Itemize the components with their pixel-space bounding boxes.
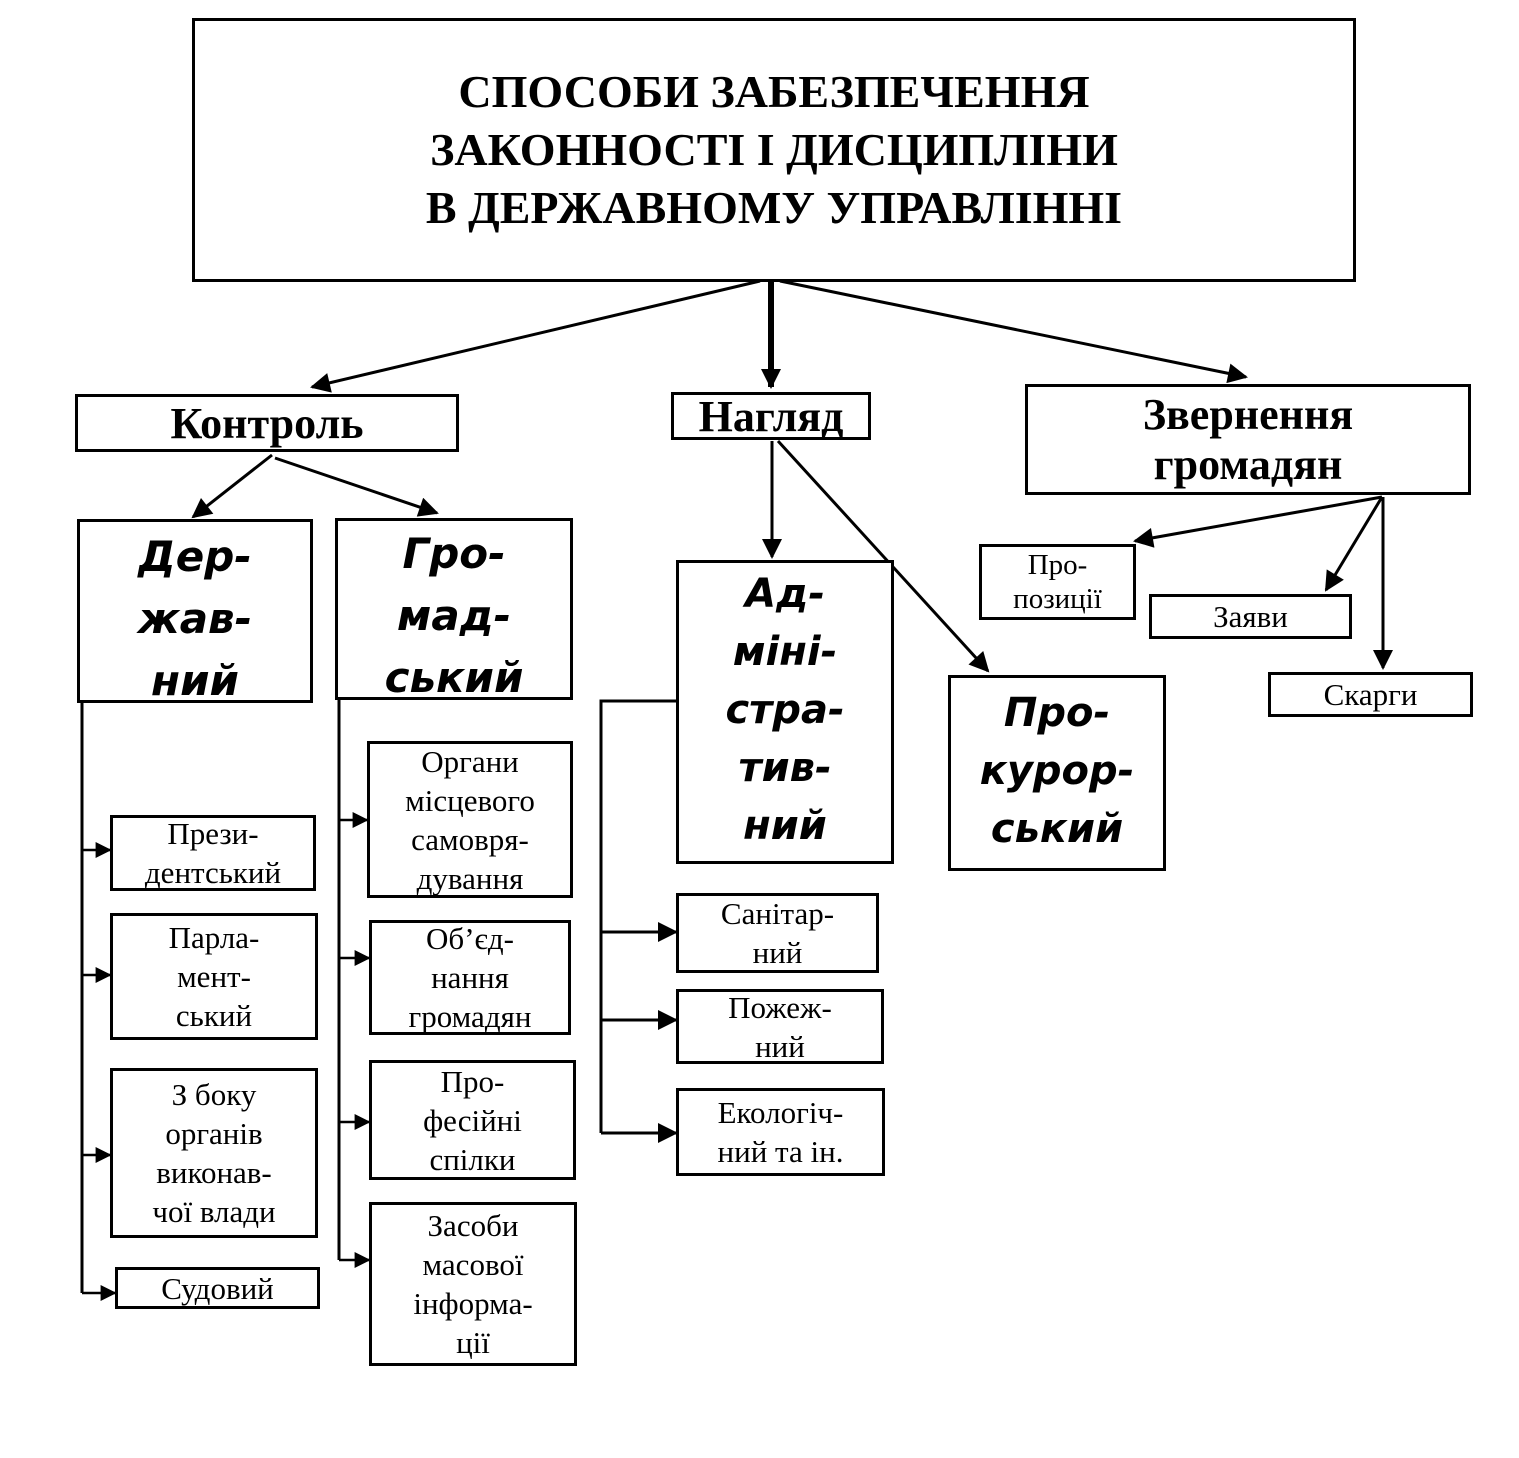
public-control-item-label: Органи місцевого самовря- дування [405,743,535,896]
arrow-control-to-public [274,456,439,517]
state-control-item: Прези- дентський [110,815,316,891]
arrow-title-to-control [310,279,761,393]
appeal-item-proposals-label: Про- позиції [1013,549,1102,615]
public-control-item-label: Об’єд- нання громадян [408,921,532,1034]
title-box: СПОСОБИ ЗАБЕЗПЕЧЕННЯ ЗАКОННОСТІ І ДИСЦИП… [192,18,1356,282]
public-control-item-label: Про- фесійні спілки [423,1063,522,1177]
state-control-item: Парла- мент- ський [110,913,318,1040]
arrow-appeals-to-statements [1324,496,1384,592]
public-control-item-label: Засоби масової інформа- ції [413,1208,533,1360]
arrow-title-to-appeals [779,279,1248,384]
administrative-item: Екологіч- ний та ін. [676,1088,885,1176]
state-control-item-label: З боку органів виконав- чої влади [152,1077,276,1229]
category-control: Контроль [75,394,459,452]
category-appeals-label: Звернення громадян [1142,389,1354,489]
appeal-item-proposals: Про- позиції [979,544,1136,620]
category-control-label: Контроль [170,398,364,448]
administrative-item: Пожеж- ний [676,989,884,1064]
public-control-item: Об’єд- нання громадян [369,920,571,1035]
category-supervision: Нагляд [671,391,871,441]
supervision-administrative: Ад- міні- стра- тив- ний [676,560,894,864]
appeal-item-statements: Заяви [1149,594,1352,639]
state-control-item: Судовий [115,1267,320,1309]
control-state: Дер- жав- ний [77,519,313,705]
public-control-item: Про- фесійні спілки [369,1060,576,1180]
public-control-item: Засоби масової інформа- ції [369,1202,577,1366]
arrow-control-to-state [191,453,273,519]
administrative-item: Санітар- ний [676,893,879,973]
arrow-appeals-to-proposals [1133,495,1383,548]
state-control-item-label: Судовий [161,1270,274,1306]
arrow-supervision-to-prosecutorial [776,439,990,673]
administrative-item-label: Пожеж- ний [728,989,832,1064]
appeal-item-complaints-label: Скарги [1323,677,1418,712]
supervision-prosecutorial-label: Про- курор- ський [979,690,1135,852]
control-state-label: Дер- жав- ний [137,532,253,705]
administrative-bracket [599,699,676,1133]
control-public-label: Гро- мад- ський [384,529,524,702]
administrative-item-label: Санітар- ний [720,896,835,970]
supervision-prosecutorial: Про- курор- ський [948,675,1166,871]
state-control-item-label: Парла- мент- ський [168,920,260,1033]
supervision-administrative-label: Ад- міні- стра- тив- ний [725,571,845,849]
diagram-title: СПОСОБИ ЗАБЕЗПЕЧЕННЯ ЗАКОННОСТІ І ДИСЦИП… [425,66,1123,233]
appeal-item-statements-label: Заяви [1213,599,1288,634]
appeal-item-complaints: Скарги [1268,672,1473,717]
category-supervision-label: Нагляд [698,391,844,441]
administrative-item-label: Екологіч- ний та ін. [717,1095,844,1169]
state-control-item-label: Прези- дентський [144,816,282,890]
control-public: Гро- мад- ський [335,518,573,702]
category-appeals: Звернення громадян [1025,384,1471,495]
state-control-item: З боку органів виконав- чої влади [110,1068,318,1238]
public-control-item: Органи місцевого самовря- дування [367,741,573,898]
